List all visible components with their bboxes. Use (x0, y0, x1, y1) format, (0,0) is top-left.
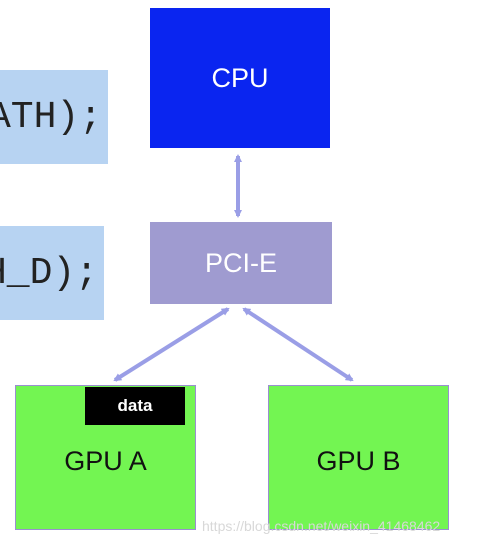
cpu-label: CPU (211, 62, 269, 93)
gpu-b-node: GPU B (268, 385, 449, 530)
code-text-1: (CUDA_DEVICE_TO_HOST_PATH); (0, 95, 102, 139)
code-snippet-1: (CUDA_DEVICE_TO_HOST_PATH); (0, 70, 108, 164)
pcie-gpua-arrow (113, 307, 230, 382)
data-chip: data (85, 387, 185, 425)
data-label: data (117, 396, 153, 415)
pcie-node: PCI-E (150, 222, 332, 304)
code-text-2: (CUDA_HOST_TO_DEVICE_PATH_D); (0, 251, 98, 295)
gpu-b-label: GPU B (316, 446, 401, 476)
pcie-gpub-arrow (242, 307, 354, 382)
watermark: https://blog.csdn.net/weixin_41468462 (202, 518, 441, 534)
cpu-node: CPU (150, 8, 330, 148)
pcie-label: PCI-E (204, 247, 277, 278)
gpu-a-label: GPU A (64, 446, 147, 476)
code-snippet-2: (CUDA_HOST_TO_DEVICE_PATH_D); (0, 226, 104, 320)
